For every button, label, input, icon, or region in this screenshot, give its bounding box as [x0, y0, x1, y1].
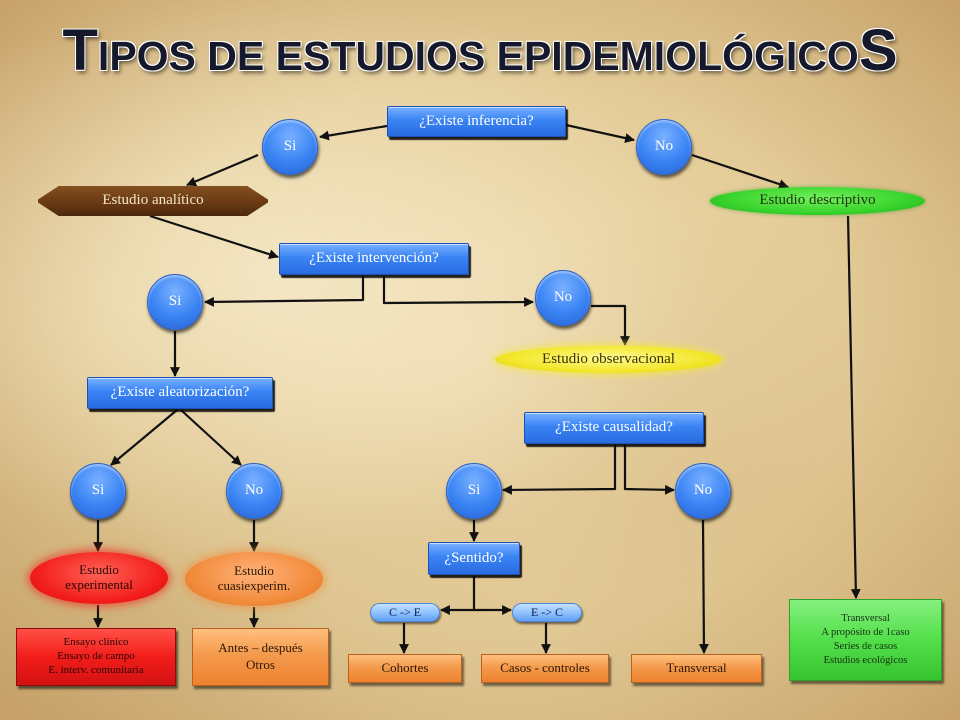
node-label: ¿Existe aleatorización? [110, 384, 250, 401]
node-estudio-descriptivo: Estudio descriptivo [710, 187, 925, 215]
node-estudio-observacional: Estudio observacional [495, 346, 722, 373]
node-label: ¿Existe inferencia? [419, 112, 534, 129]
result-line: Antes – después [218, 640, 303, 656]
node-estudio-cuasiexperimental: Estudio cuasiexperim. [185, 552, 323, 606]
node-label: ¿Existe causalidad? [555, 419, 673, 436]
node-label-line: cuasiexperim. [217, 578, 291, 593]
result-line: Transversal [841, 612, 890, 624]
node-label-line: experimental [65, 577, 133, 592]
arrow-aleatorizacion-to-no [180, 409, 242, 466]
node-inferencia-no: No [636, 119, 692, 175]
result-label: Cohortes [381, 660, 429, 676]
node-existe-aleatorizacion: ¿Existe aleatorización? [87, 377, 273, 409]
node-label: No [693, 482, 713, 499]
arrow-descriptivo-to-tipos [846, 215, 861, 599]
node-estudio-experimental: Estudio experimental [30, 552, 168, 604]
node-sentido-c-e: C -> E [370, 603, 440, 622]
result-estudios-descriptivos: Transversal A propósito de 1caso Series … [789, 599, 942, 681]
result-line: Ensayo de campo [57, 650, 135, 663]
result-line: Ensayo clínico [63, 636, 129, 649]
arrow-intervencion-to-si [204, 276, 365, 307]
arrow-si-to-analitico [186, 153, 259, 187]
node-estudio-analitico: Estudio analítico [38, 186, 268, 216]
node-existe-causalidad: ¿Existe causalidad? [524, 412, 704, 444]
node-label: Si [467, 482, 481, 499]
result-line: Otros [246, 657, 275, 672]
arrow-no-to-descriptivo [691, 153, 789, 189]
node-label: C -> E [388, 604, 422, 619]
node-intervencion-si: Si [147, 274, 203, 330]
arrow-aleatorizacion-to-si [110, 409, 178, 466]
node-label: E -> C [530, 604, 564, 619]
page-title: TIPOS DE ESTUDIOS EPIDEMIOLÓGICOS [62, 22, 897, 80]
node-intervencion-no: No [535, 270, 591, 326]
node-sentido-e-c: E -> C [512, 603, 582, 622]
result-line: A propósito de 1caso [821, 626, 910, 638]
node-label: Estudio analítico [102, 192, 204, 209]
title-small-text: IPOS DE ESTUDIOS EPIDEMIOLÓGICO [97, 33, 859, 79]
arrow-causalidad-to-si [502, 445, 617, 495]
node-label: No [654, 138, 674, 155]
node-label: ¿Sentido? [444, 549, 504, 566]
result-line: Estudios ecológicos [823, 655, 908, 667]
title-big-text: T [62, 18, 98, 83]
node-label: Si [91, 482, 105, 499]
node-causalidad-si: Si [446, 463, 502, 519]
result-casos-controles: Casos - controles [481, 654, 609, 683]
node-label: Si [283, 138, 297, 155]
arrow-inferencia-to-si [319, 124, 388, 141]
node-inferencia-si: Si [262, 119, 318, 175]
node-label: No [244, 482, 264, 499]
node-sentido: ¿Sentido? [428, 542, 520, 575]
arrow-causalidad-to-no [623, 445, 675, 495]
node-label: Si [168, 293, 182, 310]
result-line: Series de casos [833, 641, 898, 652]
arrow-no-to-transversal [698, 519, 709, 654]
node-label: No [553, 289, 573, 306]
result-line: E. interv. comunitaria [48, 663, 144, 676]
result-estudios-experimentales: Ensayo clínico Ensayo de campo E. interv… [16, 628, 176, 686]
arrow-no-to-observacional [591, 304, 630, 346]
node-label-line: Estudio [234, 563, 274, 579]
result-label: Casos - controles [500, 660, 590, 676]
node-existe-intervencion: ¿Existe intervención? [279, 243, 469, 275]
arrow-analitico-to-intervencion [149, 214, 279, 259]
arrow-inferencia-to-no [565, 123, 635, 143]
node-existe-inferencia: ¿Existe inferencia? [387, 106, 566, 137]
result-label: Transversal [666, 660, 727, 676]
result-estudios-cuasiexperimentales: Antes – después Otros [192, 628, 329, 686]
node-aleatorizacion-si: Si [70, 463, 126, 519]
node-causalidad-no: No [675, 463, 731, 519]
title-big-text: S [858, 18, 898, 83]
result-cohortes: Cohortes [348, 654, 462, 683]
node-label-line: Estudio [79, 562, 119, 578]
arrow-intervencion-to-no [382, 276, 534, 308]
node-aleatorizacion-no: No [226, 463, 282, 519]
node-label: Estudio descriptivo [759, 192, 876, 209]
node-label: Estudio observacional [542, 350, 675, 367]
node-label: ¿Existe intervención? [309, 250, 439, 267]
result-transversal: Transversal [631, 654, 762, 683]
